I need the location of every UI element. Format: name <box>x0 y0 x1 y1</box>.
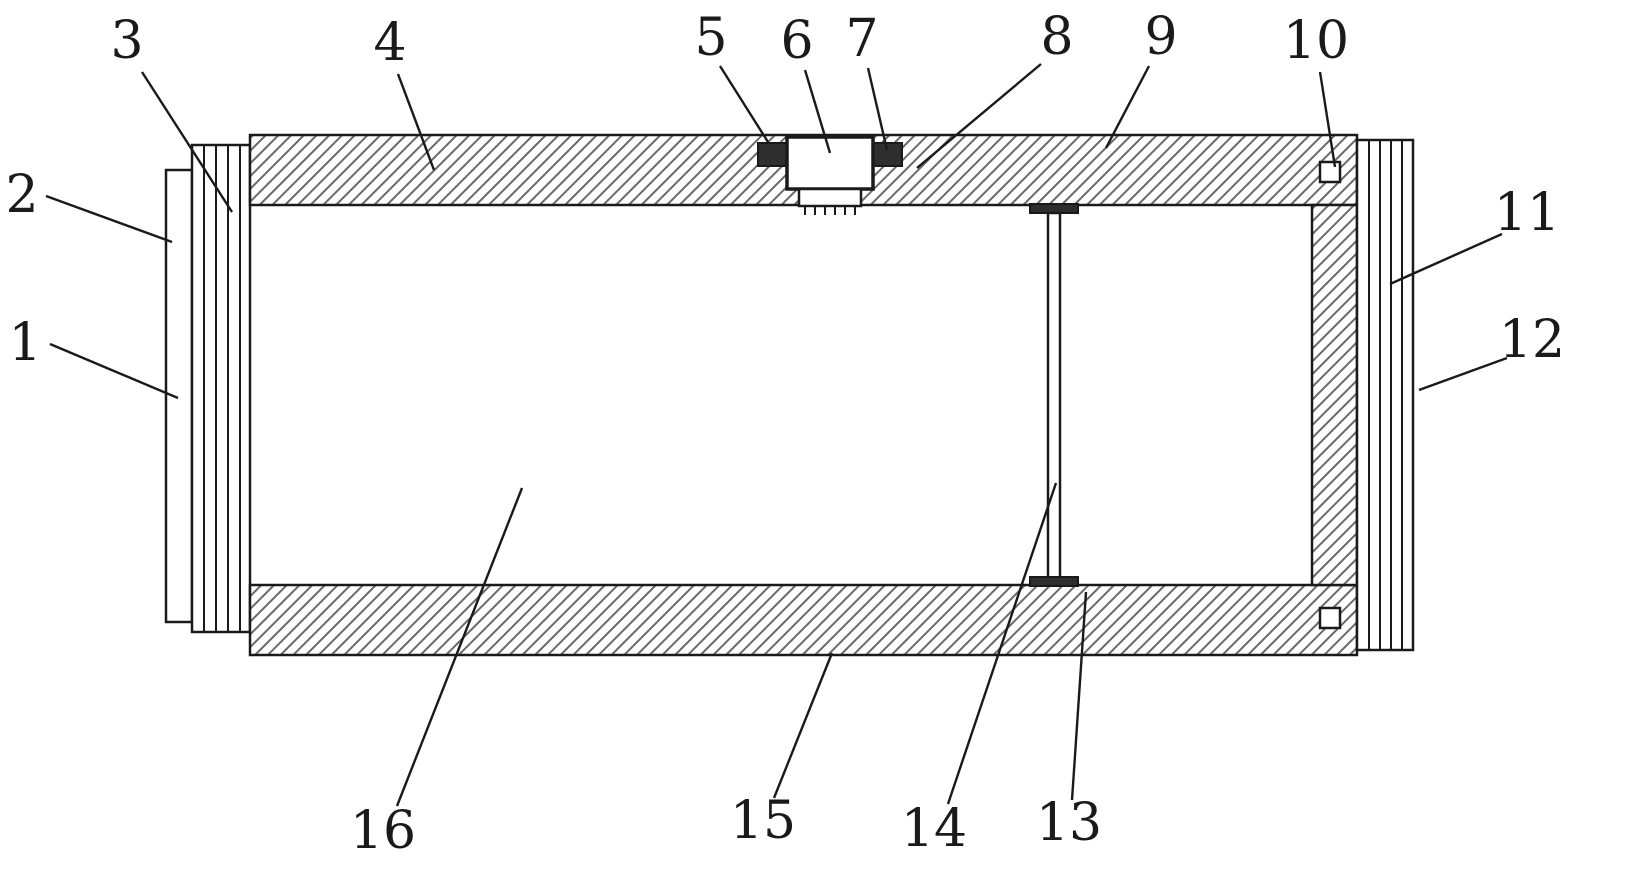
ref-label-10: 10 <box>1283 11 1349 71</box>
ref-label-5: 5 <box>694 8 727 68</box>
ref-label-11: 11 <box>1494 183 1560 243</box>
sensor-body <box>785 135 875 191</box>
rod-shaft <box>1046 211 1062 580</box>
leader-8 <box>916 63 1042 169</box>
ref-label-6: 6 <box>780 11 813 71</box>
ref-label-4: 4 <box>373 13 406 73</box>
left-bolt <box>757 142 788 167</box>
ref-label-14: 14 <box>901 799 967 859</box>
rod-top-cap <box>1029 203 1079 214</box>
leader-9 <box>1104 65 1151 149</box>
leader-11 <box>1389 232 1503 286</box>
sensor-connector <box>797 187 863 208</box>
leader-1 <box>49 342 179 400</box>
left-end-plate-stack <box>164 143 252 634</box>
ref-label-9: 9 <box>1144 7 1177 67</box>
housing-walls <box>248 133 1359 657</box>
ref-label-12: 12 <box>1499 310 1565 370</box>
leader-6 <box>803 69 832 154</box>
leader-4 <box>396 73 436 171</box>
sensor-assembly <box>757 135 903 215</box>
leader-16 <box>395 487 524 807</box>
ref-label-2: 2 <box>5 165 38 225</box>
internal-rod <box>1029 203 1079 587</box>
ref-label-7: 7 <box>845 9 878 69</box>
ref-label-1: 1 <box>8 313 41 373</box>
leader-5 <box>718 65 770 143</box>
right-bolt <box>872 142 903 167</box>
leader-14 <box>946 482 1058 805</box>
leader-15 <box>772 652 834 799</box>
ref-label-15: 15 <box>730 791 796 851</box>
leader-2 <box>45 194 173 244</box>
leader-3 <box>140 71 234 213</box>
top-corner-block <box>1318 160 1342 184</box>
right-plate-stack <box>1355 138 1415 652</box>
right-inner-wall <box>1310 203 1359 587</box>
left-outer-plate <box>164 168 194 624</box>
rod-bottom-cap <box>1029 576 1079 587</box>
ref-label-13: 13 <box>1036 793 1102 853</box>
leader-10 <box>1318 71 1337 168</box>
leader-12 <box>1418 356 1508 392</box>
right-end-plate-stack <box>1355 138 1415 652</box>
bottom-corner-block <box>1318 606 1342 630</box>
ref-label-16: 16 <box>350 801 416 861</box>
leader-lines <box>45 63 1508 807</box>
left-plate-stack <box>190 143 252 634</box>
bottom-wall <box>248 583 1359 657</box>
ref-label-8: 8 <box>1040 7 1073 67</box>
ref-label-3: 3 <box>110 11 143 71</box>
leader-7 <box>866 67 889 151</box>
leader-13 <box>1070 591 1088 801</box>
reference-numerals: 1 2 3 4 5 6 7 8 9 10 11 12 13 14 15 16 <box>5 7 1565 861</box>
